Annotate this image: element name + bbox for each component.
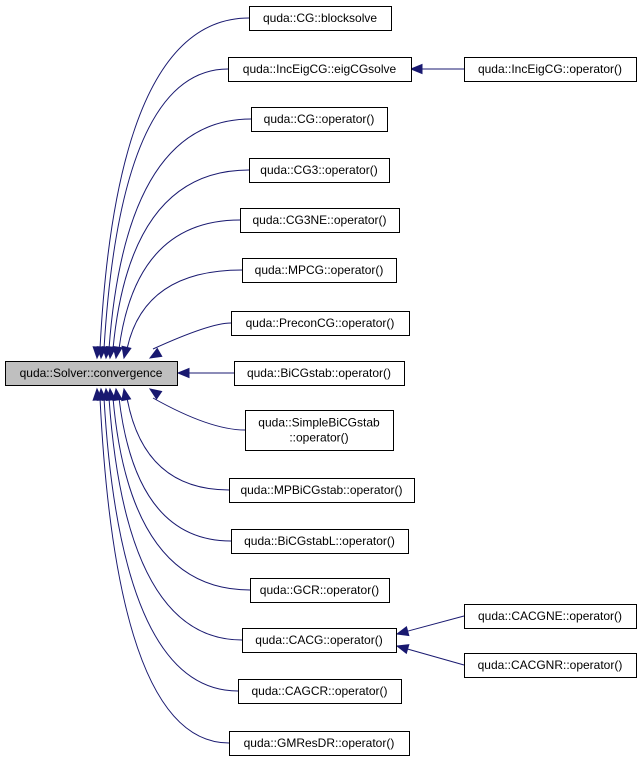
node-box: [229, 478, 415, 503]
edge-cg_blocksolve-to-root: [99, 17, 250, 350]
arrowhead-cg3ne_operator-to-root: [112, 345, 123, 360]
node-cacgne-operator[interactable]: quda::CACGNE::operator(): [464, 604, 637, 629]
node-cg3ne-operator[interactable]: quda::CG3NE::operator(): [240, 208, 400, 233]
node-box: [229, 731, 410, 756]
node-box: [249, 158, 390, 183]
arrowhead-gmresdr_operator-to-root: [92, 387, 103, 401]
edge-cg3_operator-to-root: [112, 169, 250, 350]
arrowhead-cacgnr_operator-to-cacg_operator: [395, 644, 410, 655]
node-label: quda::Solver::convergence: [20, 366, 163, 380]
node-box: [251, 107, 388, 132]
node-box: [234, 361, 405, 386]
arrowhead-simplebicgstab_operator-to-root: [148, 388, 163, 400]
node-label: quda::IncEigCG::operator(): [478, 62, 622, 76]
node-box: [242, 628, 397, 653]
node-box: [250, 578, 390, 603]
node-label: ::operator(): [289, 431, 348, 445]
node-gcr-operator[interactable]: quda::GCR::operator(): [250, 578, 390, 603]
arrowhead-mpbicgstab_operator-to-root: [121, 387, 132, 402]
arrowhead-inceig_operator-to-inceig_eigcgsolve: [409, 63, 423, 75]
node-root[interactable]: quda::Solver::convergence: [5, 361, 178, 386]
edge-mpcg_operator-to-root: [126, 269, 243, 350]
node-cacgnr-operator[interactable]: quda::CACGNR::operator(): [464, 653, 637, 678]
node-label: quda::CACGNE::operator(): [478, 609, 622, 623]
nodes-layer: quda::Solver::convergence quda::CG::block…: [5, 6, 637, 756]
node-label: quda::GCR::operator(): [260, 583, 379, 597]
node-box: [245, 410, 394, 451]
node-box: [238, 679, 402, 704]
edge-cacg_operator-to-root: [108, 397, 243, 641]
edge-gcr_operator-to-root: [112, 397, 251, 591]
node-label: quda::CAGCR::operator(): [251, 684, 387, 698]
node-simplebicgstab-operator[interactable]: quda::SimpleBiCGstab::operator(): [245, 410, 394, 451]
node-mpcg-operator[interactable]: quda::MPCG::operator(): [242, 258, 397, 283]
node-box: [240, 208, 400, 233]
edge-cacgne_operator-to-cacg_operator: [406, 615, 465, 632]
node-box: [464, 604, 637, 629]
edge-preconcg_operator-to-root: [152, 322, 232, 350]
node-label: quda::CG3NE::operator(): [252, 213, 386, 227]
node-inceig-eigcgsolve[interactable]: quda::IncEigCG::eigCGsolve: [228, 57, 412, 82]
node-box: [231, 311, 410, 336]
node-box: [5, 361, 178, 386]
node-cagcr-operator[interactable]: quda::CAGCR::operator(): [238, 679, 402, 704]
node-box: [231, 529, 409, 554]
edge-simplebicgstab_operator-to-root: [152, 397, 246, 431]
node-box: [228, 57, 412, 82]
node-preconcg-operator[interactable]: quda::PreconCG::operator(): [231, 311, 410, 336]
node-gmresdr-operator[interactable]: quda::GMResDR::operator(): [229, 731, 410, 756]
node-cacg-operator[interactable]: quda::CACG::operator(): [242, 628, 397, 653]
arrowhead-mpcg_operator-to-root: [121, 345, 132, 360]
edge-bicgstabl_operator-to-root: [118, 397, 232, 542]
node-bicgstab-operator[interactable]: quda::BiCGstab::operator(): [234, 361, 405, 386]
node-label: quda::PreconCG::operator(): [246, 316, 395, 330]
node-label: quda::CG3::operator(): [260, 163, 377, 177]
node-label: quda::MPCG::operator(): [255, 263, 384, 277]
arrowhead-bicgstab_operator-to-root: [176, 367, 190, 379]
node-label: quda::CG::blocksolve: [263, 11, 377, 25]
edge-gmresdr_operator-to-root: [99, 397, 230, 744]
arrowhead-bicgstabl_operator-to-root: [112, 387, 123, 402]
edge-cg_operator-to-root: [108, 118, 252, 350]
node-box: [242, 258, 397, 283]
edge-cagcr_operator-to-root: [103, 397, 239, 692]
node-label: quda::IncEigCG::eigCGsolve: [243, 62, 397, 76]
node-box: [249, 6, 392, 31]
arrowhead-preconcg_operator-to-root: [148, 347, 163, 359]
node-bicgstabl-operator[interactable]: quda::BiCGstabL::operator(): [231, 529, 409, 554]
edge-inceig_eigcgsolve-to-root: [103, 68, 229, 350]
node-cg-operator[interactable]: quda::CG::operator(): [251, 107, 388, 132]
node-box: [464, 57, 637, 82]
node-cg3-operator[interactable]: quda::CG3::operator(): [249, 158, 390, 183]
node-cg-blocksolve[interactable]: quda::CG::blocksolve: [249, 6, 392, 31]
node-label: quda::SimpleBiCGstab: [258, 416, 380, 430]
arrowhead-cacgne_operator-to-cacg_operator: [395, 625, 410, 637]
node-label: quda::BiCGstabL::operator(): [244, 534, 395, 548]
edge-cg3ne_operator-to-root: [118, 219, 241, 350]
edge-mpbicgstab_operator-to-root: [126, 397, 230, 491]
node-label: quda::BiCGstab::operator(): [247, 366, 391, 380]
node-mpbicgstab-operator[interactable]: quda::MPBiCGstab::operator(): [229, 478, 415, 503]
node-label: quda::MPBiCGstab::operator(): [240, 483, 402, 497]
node-label: quda::CACGNR::operator(): [478, 658, 623, 672]
node-label: quda::GMResDR::operator(): [244, 736, 395, 750]
node-label: quda::CG::operator(): [264, 112, 375, 126]
edges-layer: [92, 17, 465, 744]
node-box: [464, 653, 637, 678]
node-inceig-operator[interactable]: quda::IncEigCG::operator(): [464, 57, 637, 82]
node-label: quda::CACG::operator(): [255, 633, 382, 647]
edge-cacgnr_operator-to-cacg_operator: [406, 648, 465, 666]
